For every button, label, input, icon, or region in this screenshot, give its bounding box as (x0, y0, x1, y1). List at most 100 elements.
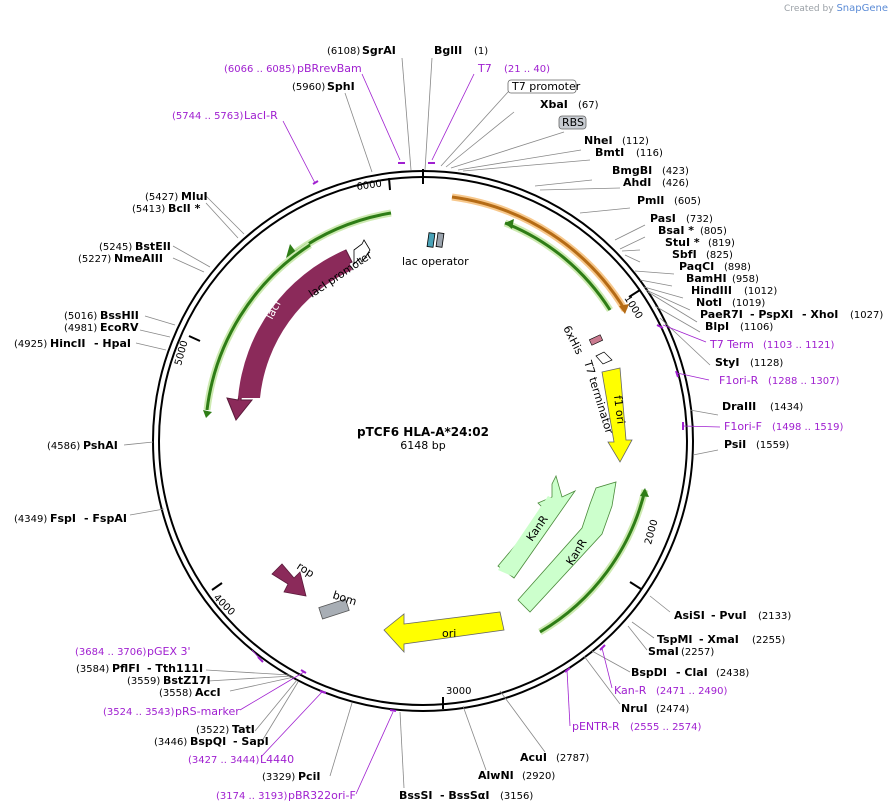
site-acci-pos: (3558) (159, 688, 192, 699)
primer-kan-r-name: Kan-R (614, 684, 647, 697)
site-bmgbi-name: BmgBI (612, 164, 652, 177)
site-nmeaiii-name: NmeAIII (114, 252, 163, 265)
site-pvui-name: - PvuI (711, 609, 747, 622)
snapgene-credit: Created by SnapGene (784, 3, 888, 14)
site-fspi-name: FspI (50, 512, 76, 525)
site-paqci-pos: (898) (724, 262, 751, 273)
leader-lines (123, 57, 719, 789)
primer-f1ori-r-range: (1288 .. 1307) (768, 376, 840, 387)
t7-promoter-box[interactable] (507, 79, 577, 94)
site-ecorv-name: EcoRV (100, 321, 139, 334)
site-smai-name: SmaI (648, 645, 679, 658)
site-pasi-pos: (732) (686, 214, 713, 225)
site-bglii-name: BglII (434, 44, 462, 57)
site-psii-pos: (1559) (756, 440, 789, 451)
lac-operator-box-1[interactable] (426, 232, 436, 248)
site-sbfi-name: SbfI (672, 248, 697, 261)
site-sapi-name: - SapI (233, 735, 269, 748)
site-labels: (6108) SgrAI BglII (1) (5960) SphI XbaI … (14, 44, 883, 802)
ori-arrow[interactable] (383, 611, 505, 654)
site-bsteii-name: BstEII (135, 240, 171, 253)
site-nhei-pos: (112) (622, 136, 649, 147)
site-blpi-pos: (1106) (740, 322, 773, 333)
site-draiii-name: DraIII (722, 400, 756, 413)
site-tati-pos: (3522) (196, 725, 229, 736)
tick-6000-mark (388, 177, 391, 191)
site-nrui-name: NruI (621, 702, 648, 715)
site-mlui-pos: (5427) (145, 192, 178, 203)
t7-promoter-label: T7 promoter (511, 80, 581, 93)
site-alwni-name: AlwNI (478, 769, 514, 782)
site-fspi-pos: (4349) (14, 514, 47, 525)
primer-t7-range: (21 .. 40) (504, 64, 550, 75)
site-sbfi-pos: (825) (706, 250, 733, 261)
site-bsssi-name: BssSI (399, 789, 433, 802)
f1ori-arrow[interactable] (601, 367, 633, 463)
sixhis-label: 6xHis (560, 323, 586, 356)
site-stui-pos: (819) (708, 238, 735, 249)
kanr-arrow-1-body (498, 496, 560, 576)
rop-arrow[interactable] (271, 563, 307, 597)
site-pshai-name: PshAI (83, 439, 118, 452)
primer-t7term-name: T7 Term (709, 338, 754, 351)
site-blpi-name: BlpI (705, 320, 729, 333)
site-bsai-pos: (805) (700, 226, 727, 237)
site-hpai-name: - HpaI (94, 337, 131, 350)
primer-t7-name: T7 (477, 62, 492, 75)
f1ori-label: f1 ori (611, 395, 627, 425)
site-nhei-name: NheI (584, 134, 613, 147)
site-pmli-pos: (605) (674, 196, 701, 207)
lac-operator-box-2[interactable] (435, 232, 445, 248)
site-bspqi-pos: (3446) (154, 737, 187, 748)
kanr-arrow-2[interactable] (517, 481, 617, 613)
site-bsshii-name: BssHII (100, 309, 139, 322)
site-asisi-name: AsiSI (674, 609, 705, 622)
primer-laci-r-range: (5744 .. 5763) (172, 111, 244, 122)
site-paer7i-name: PaeR7I (700, 308, 743, 321)
primer-pbrrevbam-name: pBRrevBam (297, 62, 362, 75)
rbs-label: RBS (562, 116, 584, 129)
site-bmgbi-pos: (423) (662, 166, 689, 177)
site-pasi-name: PasI (650, 212, 676, 225)
site-sphi-pos: (5960) (292, 82, 325, 93)
laci-promoter-arrow[interactable] (353, 239, 371, 265)
site-hindiii-name: HindIII (691, 284, 732, 297)
site-psii-name: PsiI (724, 438, 746, 451)
site-xmai-name: - XmaI (699, 633, 739, 646)
site-pspxi-name: - PspXI (750, 308, 793, 321)
site-bspdi-name: BspDI (631, 666, 667, 679)
site-nrui-pos: (2474) (656, 704, 689, 715)
site-acci-name: AccI (195, 686, 221, 699)
lac-operator-label: lac operator (402, 255, 469, 268)
rbs-box[interactable] (558, 115, 587, 130)
site-bcli-pos: (5413) (132, 204, 165, 215)
primer-prs-marker-range: (3524 .. 3543) (103, 707, 175, 718)
site-xbai-pos: (67) (578, 100, 599, 111)
primer-labels: (6066 .. 6085) pBRrevBam T7 (21 .. 40) (… (75, 62, 844, 802)
sixhis-box[interactable] (588, 334, 604, 346)
tick-2000-mark (629, 581, 642, 590)
site-styi-pos: (1128) (750, 358, 783, 369)
primer-pbr322ori-f-name: pBR322ori-F (288, 789, 356, 802)
t7-terminator-arrow[interactable] (595, 351, 613, 365)
site-sgrai-name: SgrAI (362, 44, 396, 57)
site-nmeaiii-pos: (5227) (78, 254, 111, 265)
site-bamhi-pos: (958) (732, 274, 759, 285)
laci-body (238, 250, 352, 398)
primer-laci-r-name: LacI-R (244, 109, 278, 122)
site-bspdi-pos: (2438) (716, 668, 749, 679)
site-bsteii-pos: (5245) (99, 242, 132, 253)
primer-pentr-r-name: pENTR-R (572, 720, 620, 733)
primer-f1ori-r-name: F1ori-R (719, 374, 759, 387)
bom-box[interactable] (318, 598, 350, 620)
site-bstz17i-pos: (3559) (127, 676, 160, 687)
tick-marks (188, 169, 642, 709)
site-bamhi-name: BamHI (686, 272, 727, 285)
site-noti-name: NotI (696, 296, 722, 309)
primer-l4440-range: (3427 .. 3444) (188, 755, 260, 766)
site-ecorv-pos: (4981) (64, 323, 97, 334)
primer-f1ori-f-name: F1ori-F (724, 420, 762, 433)
plasmid-name: pTCF6 HLA-A*24:02 (357, 425, 489, 439)
primer-leaders (239, 73, 721, 795)
site-hincii-pos: (4925) (14, 339, 47, 350)
